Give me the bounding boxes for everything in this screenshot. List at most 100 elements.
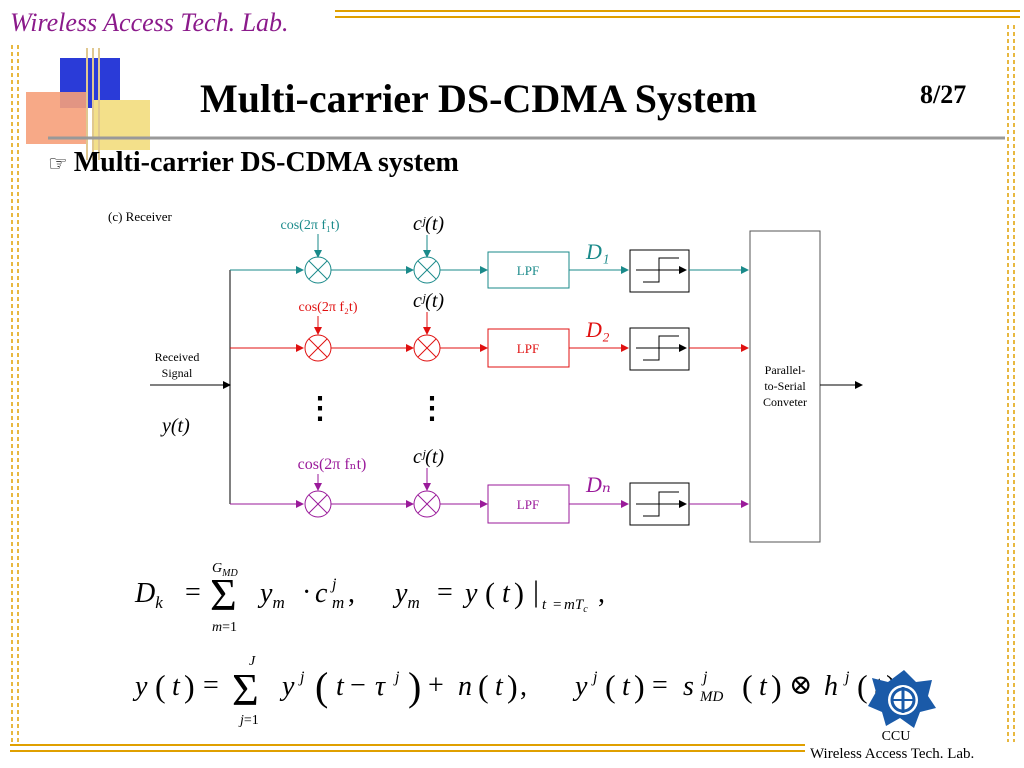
svg-text:=: = <box>553 597 561 613</box>
svg-text:t: t <box>495 671 504 702</box>
page-number: 8/27 <box>920 80 967 109</box>
bullet-text: Multi-carrier DS-CDMA system <box>73 147 459 178</box>
ccu-seal-icon <box>868 670 936 728</box>
lpf-1-label: LPF <box>517 263 539 278</box>
svg-text:=: = <box>652 670 668 701</box>
svg-text:m: m <box>332 593 344 612</box>
branch-1: cos(2π f₁t) cʲ(t) LPF D₁ <box>230 213 749 293</box>
svg-text:t: t <box>759 671 768 702</box>
svg-text:⊗: ⊗ <box>789 670 812 701</box>
svg-text:,: , <box>520 671 527 702</box>
carrier-2-label: cos(2π f₂t) <box>299 300 358 315</box>
svg-text:j: j <box>298 669 305 686</box>
svg-text:j: j <box>330 576 337 593</box>
carrier-1-label: cos(2π f₁t) <box>281 218 340 233</box>
branch-n: cos(2π fₙt) cʲ(t) LPF Dₙ <box>230 446 749 526</box>
svg-text:(: ( <box>857 668 868 704</box>
svg-text:): ) <box>771 668 782 704</box>
equation-1-text: D_k = Σ_{m=1}^{G_MD} y_m · c_m^j , y_m =… <box>0 0 1 1</box>
svg-text:J: J <box>249 654 256 669</box>
lpf-2 <box>487 328 570 368</box>
svg-text:(: ( <box>605 668 616 704</box>
svg-text:,: , <box>598 578 605 609</box>
svg-text:): ) <box>184 668 195 704</box>
parallel-to-serial-block <box>749 230 821 543</box>
svg-text:): ) <box>514 577 524 610</box>
svg-text:=: = <box>203 670 219 701</box>
bullet-item: ☞Multi-carrier DS-CDMA system <box>48 147 459 179</box>
svg-text:s: s <box>683 671 694 702</box>
out-n-label: Dₙ <box>585 472 611 497</box>
svg-text:y: y <box>462 578 478 609</box>
carrier-n-label: cos(2π fₙt) <box>298 456 367 473</box>
footer-ccu: CCU <box>881 729 911 744</box>
svg-text:,: , <box>348 578 355 609</box>
input-variable: y(t) <box>160 415 190 437</box>
svg-text:=: = <box>185 577 201 608</box>
svg-text:(: ( <box>485 577 495 610</box>
svg-text:(: ( <box>315 664 328 709</box>
svg-text:y: y <box>279 671 295 702</box>
svg-text:MD: MD <box>699 689 723 705</box>
svg-text:(: ( <box>478 668 489 704</box>
pointing-hand-icon: ☞ <box>48 151 68 176</box>
ps-label-2: to-Serial <box>764 379 806 393</box>
svg-text:j: j <box>393 669 400 686</box>
svg-text:y: y <box>572 671 588 702</box>
svg-text:m=1: m=1 <box>212 620 237 635</box>
svg-text:+: + <box>428 670 444 701</box>
svg-text:j=1: j=1 <box>238 713 259 728</box>
lpf-n-label: LPF <box>517 497 539 512</box>
slide-title: Multi-carrier DS-CDMA System <box>200 76 757 121</box>
lab-name: Wireless Access Tech. Lab. <box>10 8 289 37</box>
code-n-label: cʲ(t) <box>413 446 444 468</box>
svg-text:t: t <box>336 671 345 702</box>
diagram-caption: (c) Receiver <box>108 209 173 224</box>
svg-text:y: y <box>132 671 148 702</box>
svg-text:): ) <box>634 668 645 704</box>
input-label-1: Received <box>155 350 200 364</box>
input-label-2: Signal <box>162 366 193 380</box>
svg-text:): ) <box>507 668 518 704</box>
ps-label-1: Parallel- <box>765 363 806 377</box>
svg-text:−: − <box>350 670 366 701</box>
deco-square-orange <box>26 92 88 144</box>
svg-text:|: | <box>533 575 539 608</box>
lpf-2-label: LPF <box>517 341 539 356</box>
svg-text:h: h <box>824 671 838 702</box>
svg-text:=: = <box>437 577 453 608</box>
svg-text:(: ( <box>742 668 753 704</box>
out-1-label: D₁ <box>585 239 610 264</box>
svg-text:): ) <box>408 664 421 709</box>
svg-text:Σ: Σ <box>210 569 237 620</box>
ps-label-3: Conveter <box>763 395 807 409</box>
footer-lab-name: Wireless Access Tech. Lab. <box>810 746 975 762</box>
svg-text:j: j <box>843 669 850 686</box>
svg-text:j: j <box>701 669 708 686</box>
svg-text:t: t <box>542 597 547 613</box>
svg-text:·: · <box>302 577 311 608</box>
lpf-n <box>487 484 570 524</box>
svg-text:n: n <box>458 671 472 702</box>
out-2-label: D₂ <box>585 317 610 342</box>
deco-square-yellow <box>92 100 150 150</box>
ellipsis-2: ⋮ <box>417 392 447 425</box>
code-1-label: cʲ(t) <box>413 213 444 235</box>
lpf-1 <box>487 251 570 289</box>
branch-2: cos(2π f₂t) cʲ(t) LPF D₂ <box>230 290 749 371</box>
svg-text:c: c <box>315 578 328 609</box>
svg-text:t: t <box>502 578 511 609</box>
code-2-label: cʲ(t) <box>413 290 444 312</box>
svg-text:mTc: mTc <box>564 597 588 615</box>
svg-text:t: t <box>622 671 631 702</box>
svg-text:τ: τ <box>375 671 386 702</box>
ellipsis-1: ⋮ <box>305 392 335 425</box>
svg-text:j: j <box>591 669 598 686</box>
svg-text:Σ: Σ <box>232 664 259 715</box>
equation-2-text: y(t) = Σ_{j=1}^{J} y^j(t − τ^j) + n(t), … <box>0 0 1 1</box>
